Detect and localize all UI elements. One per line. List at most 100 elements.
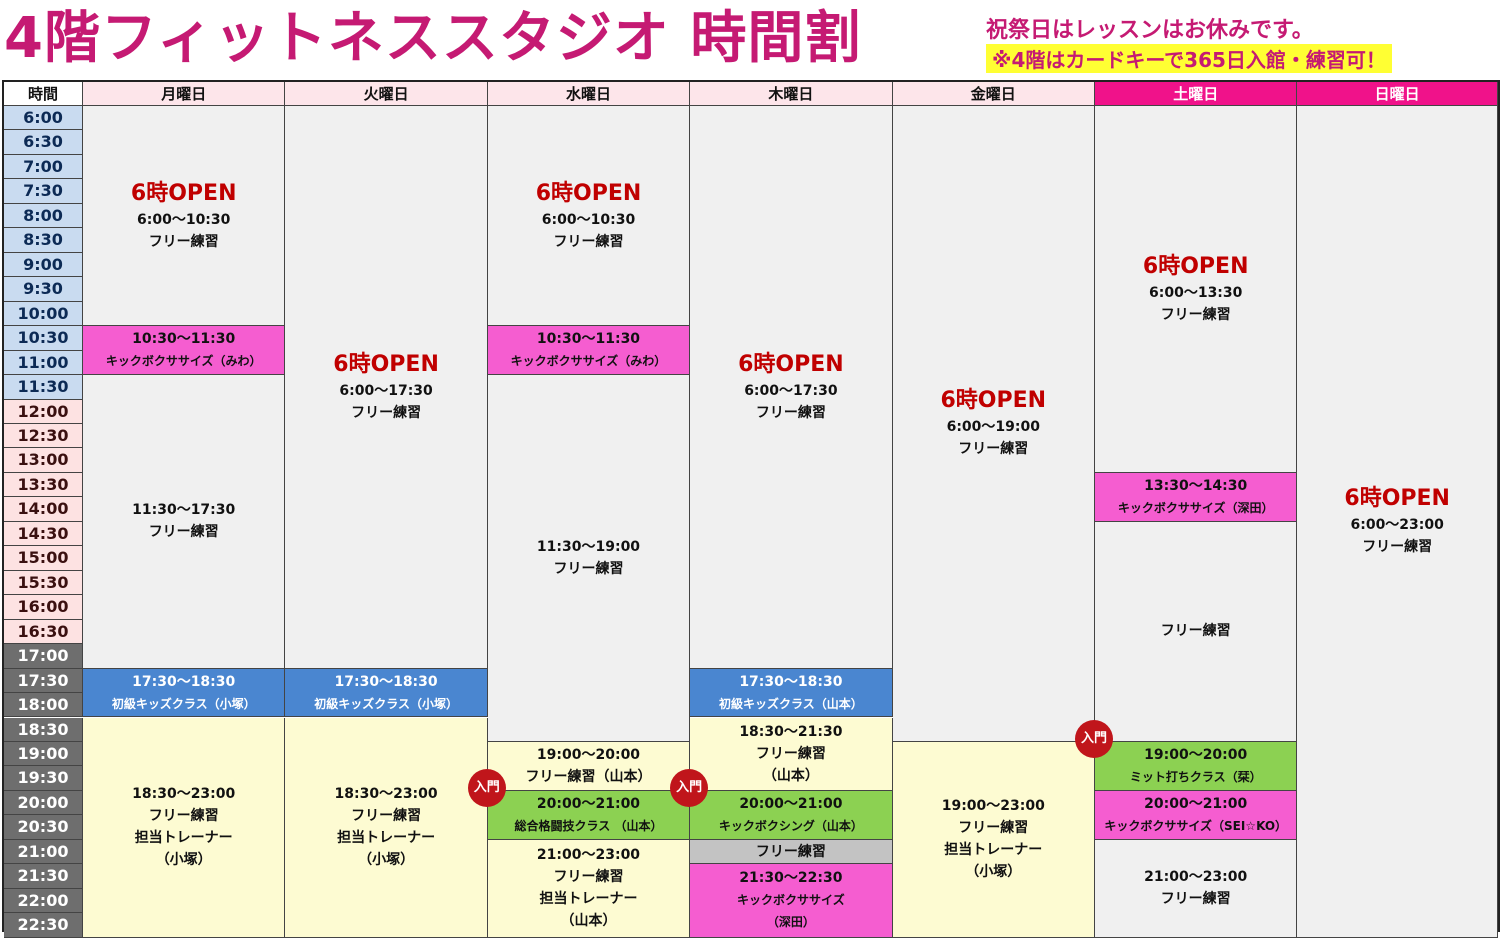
block-text: フリー練習	[958, 441, 1029, 458]
block-text: （小塚）	[358, 852, 415, 869]
block-text: フリー練習	[1160, 306, 1231, 323]
time-slot-label: 11:00	[4, 350, 83, 376]
free-practice-block: 21:00～23:00 フリー練習	[1095, 839, 1298, 938]
block-text: 17:30～18:30	[739, 673, 843, 690]
block-text: 18:30～21:30	[739, 723, 843, 740]
free-practice-block: 6時OPEN 6:00～13:30 フリー練習	[1095, 106, 1298, 473]
time-slot-label: 12:30	[4, 423, 83, 449]
block-text: 6時OPEN	[738, 351, 844, 377]
block-text: （山本）	[762, 767, 819, 784]
time-slot-label: 12:00	[4, 399, 83, 424]
block-text: 担当トレーナー	[337, 830, 436, 847]
class-block: 19:00～20:00 ミット打ちクラス（栞）	[1095, 741, 1298, 791]
block-text: 21:00～23:00	[1144, 869, 1248, 886]
block-text: 18:30～23:00	[334, 786, 438, 803]
block-text: 17:30～18:30	[334, 673, 438, 690]
block-text: フリー練習	[755, 745, 826, 762]
block-text: 17:30～18:30	[132, 673, 236, 690]
block-text: キックボクササイズ（みわ）	[105, 354, 262, 369]
beginner-badge: 入門	[467, 768, 506, 807]
free-practice-block: 6時OPEN 6:00～10:30 フリー練習	[83, 106, 286, 327]
block-text: フリー練習	[553, 869, 624, 886]
block-text: 総合格闘技クラス （山本）	[514, 818, 663, 833]
time-slot-label: 18:30	[4, 717, 83, 742]
block-text: （深田）	[766, 915, 815, 930]
block-text: フリー練習	[553, 233, 624, 250]
time-slot-label: 21:30	[4, 864, 83, 889]
class-block: 17:30～18:30 初級キッズクラス（山本）	[690, 668, 893, 718]
block-text: （山本）	[560, 913, 617, 930]
day-header: 木曜日	[690, 82, 893, 106]
block-text: 6:00～23:00	[1350, 517, 1444, 534]
block-text: フリー練習	[351, 808, 422, 825]
block-text: フリー練習	[148, 808, 219, 825]
block-text: 初級キッズクラス（山本）	[719, 696, 863, 711]
block-text: 6:00～17:30	[744, 382, 838, 399]
block-text: （小塚）	[155, 852, 212, 869]
block-text: フリー練習	[148, 233, 219, 250]
time-slot-label: 7:30	[4, 179, 83, 204]
beginner-badge: 入門	[1075, 719, 1113, 758]
class-block: 18:30～23:00 フリー練習担当トレーナー （小塚）	[83, 717, 286, 938]
cardkey-notice: ※4階はカードキーで365日入館・練習可！	[986, 44, 1392, 73]
block-text: 20:00～21:00	[1144, 795, 1248, 812]
time-slot-label: 11:30	[4, 375, 83, 400]
block-text: 6:00～10:30	[137, 211, 231, 228]
class-block: 18:30～23:00 フリー練習担当トレーナー （小塚）	[285, 717, 488, 938]
block-text: （小塚）	[965, 864, 1022, 881]
time-slot-label: 19:30	[4, 766, 83, 791]
time-slot-label: 20:30	[4, 815, 83, 840]
free-practice-block: フリー練習	[1095, 521, 1298, 742]
block-text: フリー練習	[553, 560, 624, 577]
time-slot-label: 9:30	[4, 277, 83, 302]
block-text: 6:00～10:30	[541, 211, 636, 228]
class-block: 18:30～21:30 フリー練習 （山本）	[690, 717, 893, 791]
time-slot-label: 20:00	[4, 790, 83, 816]
block-text: 18:30～23:00	[132, 786, 236, 803]
time-slot-label: 19:00	[4, 741, 83, 767]
class-block: フリー練習	[690, 839, 893, 865]
block-text: 担当トレーナー	[134, 830, 233, 847]
block-text: 6:00～13:30	[1149, 284, 1243, 301]
block-text: フリー練習	[148, 524, 219, 541]
block-text: ミット打ちクラス（栞）	[1129, 769, 1262, 784]
block-text: フリー練習	[1160, 623, 1231, 640]
day-header: 金曜日	[892, 82, 1095, 106]
class-block: 20:00～21:00 総合格闘技クラス （山本）	[487, 790, 691, 840]
block-text: 6時OPEN	[130, 180, 237, 206]
time-slot-label: 22:30	[4, 913, 83, 938]
time-column-header: 時間	[4, 82, 83, 106]
time-slot-label: 15:00	[4, 546, 83, 571]
block-text: フリー練習（山本）	[525, 768, 652, 785]
block-text: 担当トレーナー	[539, 891, 638, 908]
beginner-badge: 入門	[670, 768, 709, 807]
day-header: 水曜日	[487, 82, 691, 106]
block-text: 6:00～17:30	[339, 382, 433, 399]
free-practice-block: 11:30～17:30 フリー練習	[83, 375, 286, 669]
block-text: 担当トレーナー	[944, 842, 1043, 859]
time-slot-label: 9:00	[4, 252, 83, 278]
block-text: 6時OPEN	[333, 351, 439, 377]
block-text: 11:30～17:30	[132, 502, 236, 519]
time-slot-label: 16:00	[4, 595, 83, 620]
day-header: 火曜日	[285, 82, 488, 106]
time-slot-label: 8:00	[4, 203, 83, 229]
time-slot-label: 13:30	[4, 472, 83, 498]
block-text: キックボクササイズ（SEI☆KO）	[1104, 818, 1288, 833]
block-text: 6時OPEN	[1142, 253, 1249, 279]
block-text: 19:00～20:00	[1144, 746, 1248, 763]
block-text: フリー練習	[1160, 891, 1231, 908]
block-text: 20:00～21:00	[536, 795, 641, 812]
